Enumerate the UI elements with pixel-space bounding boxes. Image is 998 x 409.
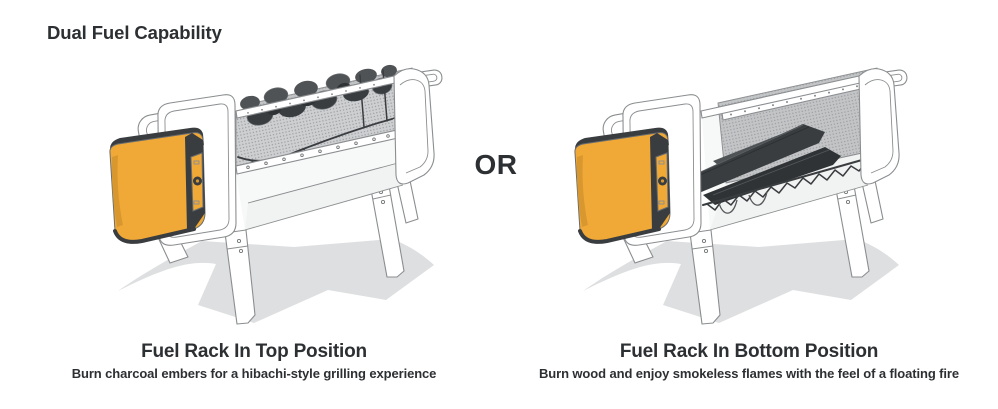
caption-fuel-rack-bottom: Fuel Rack In Bottom Position Burn wood a…	[508, 341, 990, 381]
firepit-top-position-illustration	[109, 64, 443, 325]
firepit-legs	[155, 170, 419, 325]
right-end-cap	[393, 68, 435, 185]
page-title: Dual Fuel Capability	[47, 22, 222, 43]
caption-fuel-rack-top: Fuel Rack In Top Position Burn charcoal …	[38, 341, 470, 381]
rail-rivets	[246, 134, 390, 170]
battery-door	[190, 152, 204, 212]
rim-vent-holes	[247, 83, 375, 114]
bottom-fuel-rack	[702, 157, 870, 214]
caption-description: Burn charcoal embers for a hibachi-style…	[71, 366, 437, 381]
firewood-logs	[681, 124, 841, 205]
firepit-bottom-position-illustration	[574, 67, 908, 325]
caption-title: Fuel Rack In Bottom Position	[619, 341, 879, 362]
battery-pack	[109, 127, 206, 244]
battery-pack	[574, 127, 671, 244]
caption-description: Burn wood and enjoy smokeless flames wit…	[538, 366, 959, 381]
ground-shadow	[583, 239, 899, 323]
back-rail-holes	[730, 85, 858, 116]
right-end-cap	[858, 68, 900, 185]
ground-shadow	[118, 239, 434, 323]
figure-fuel-rack-bottom	[563, 53, 927, 345]
firepit-body	[235, 64, 443, 231]
battery-door	[655, 152, 669, 212]
firepit-body	[681, 67, 908, 231]
caption-title: Fuel Rack In Top Position	[141, 341, 367, 362]
or-separator: OR	[474, 149, 518, 180]
figure-fuel-rack-top	[98, 53, 450, 345]
